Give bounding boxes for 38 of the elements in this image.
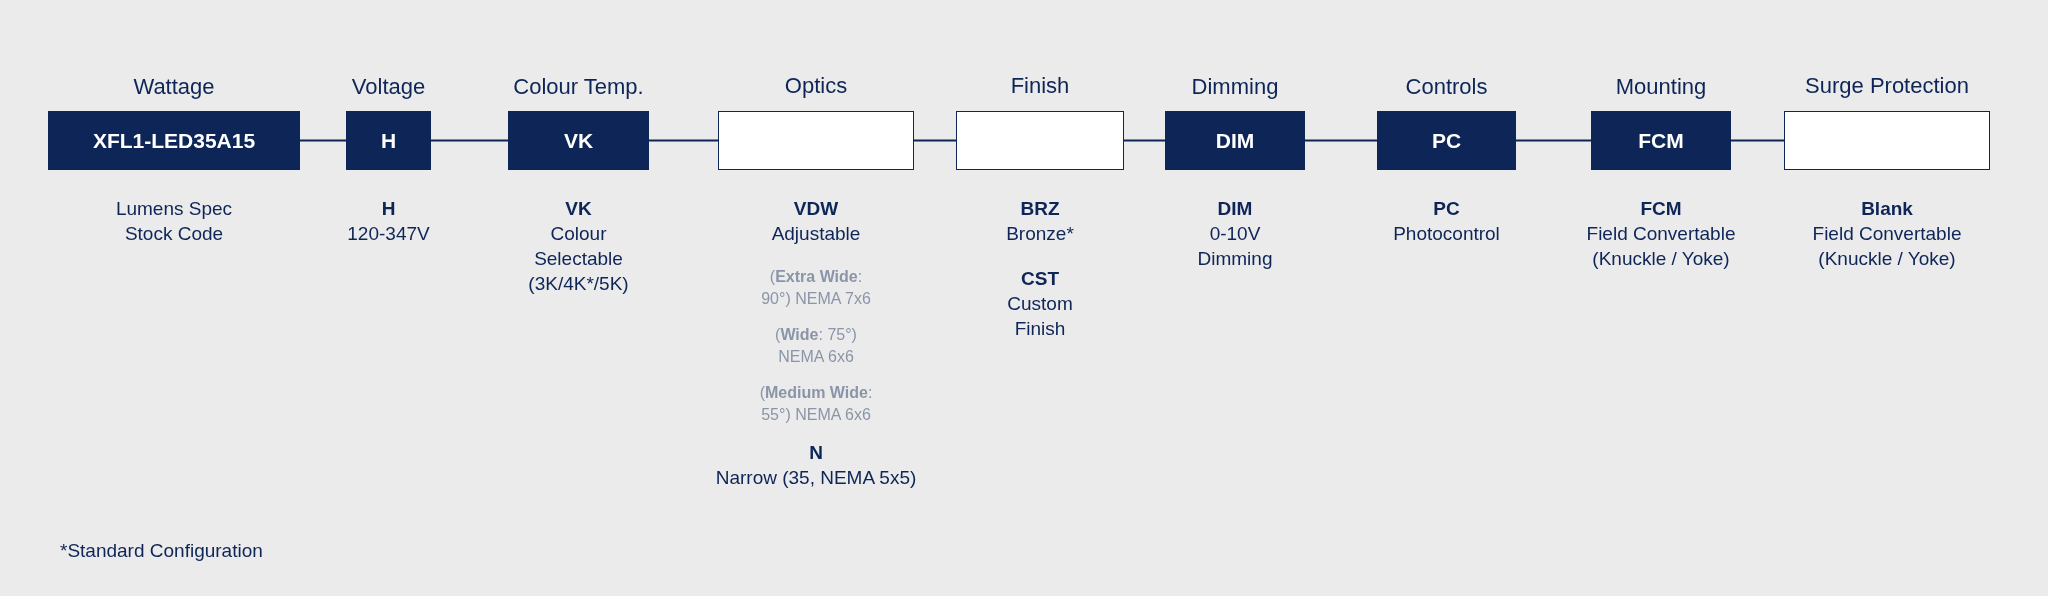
option-description: DIM 0-10V Dimming bbox=[1196, 197, 1274, 271]
connector-line bbox=[913, 139, 957, 142]
option-description: BRZ Bronze* bbox=[1006, 197, 1074, 246]
option-code: FCM bbox=[1638, 128, 1684, 153]
option-code: VK bbox=[563, 128, 594, 153]
option-code: XFL1-LED35A15 bbox=[92, 128, 256, 153]
option-description: CST Custom Finish bbox=[1006, 267, 1074, 341]
option-description: Blank Field Convertable (Knuckle / Yoke) bbox=[1811, 197, 1963, 271]
category-heading: Optics bbox=[783, 72, 849, 99]
connector-line bbox=[1123, 139, 1166, 142]
option-code: PC bbox=[1431, 128, 1462, 153]
footnote: *Standard Configuration bbox=[60, 540, 263, 562]
option-code: DIM bbox=[1215, 128, 1255, 153]
option-description: H 120-347V bbox=[347, 197, 430, 246]
option-description: VDW Adjustable bbox=[771, 197, 861, 246]
category-heading: Controls bbox=[1404, 73, 1489, 100]
option-description: PC Photocontrol bbox=[1393, 197, 1500, 246]
option-description: Lumens Spec Stock Code bbox=[114, 197, 234, 246]
option-note: (Extra Wide: 90°) NEMA 7x6 bbox=[760, 267, 872, 309]
option-code: H bbox=[380, 128, 397, 153]
category-heading: Voltage bbox=[350, 73, 427, 100]
connector-line bbox=[648, 139, 719, 142]
option-note: (Medium Wide: 55°) NEMA 6x6 bbox=[758, 383, 874, 425]
connector-line bbox=[430, 139, 509, 142]
category-heading: Finish bbox=[1009, 72, 1071, 99]
option-description: FCM Field Convertable (Knuckle / Yoke) bbox=[1585, 197, 1737, 271]
category-heading: Colour Temp. bbox=[512, 73, 645, 100]
option-description: N Narrow (35, NEMA 5x5) bbox=[715, 441, 917, 490]
category-heading: Wattage bbox=[132, 73, 216, 100]
category-heading: Mounting bbox=[1614, 73, 1708, 100]
category-heading: Surge Protection bbox=[1804, 72, 1970, 99]
category-heading: Dimming bbox=[1190, 73, 1280, 100]
connector-line bbox=[1304, 139, 1378, 142]
connector-line bbox=[1515, 139, 1592, 142]
option-description: VK Colour Selectable (3K/4K*/5K) bbox=[527, 197, 630, 296]
option-note: (Wide: 75°) NEMA 6x6 bbox=[774, 325, 858, 367]
connector-line bbox=[299, 139, 347, 142]
connector-line bbox=[1730, 139, 1785, 142]
